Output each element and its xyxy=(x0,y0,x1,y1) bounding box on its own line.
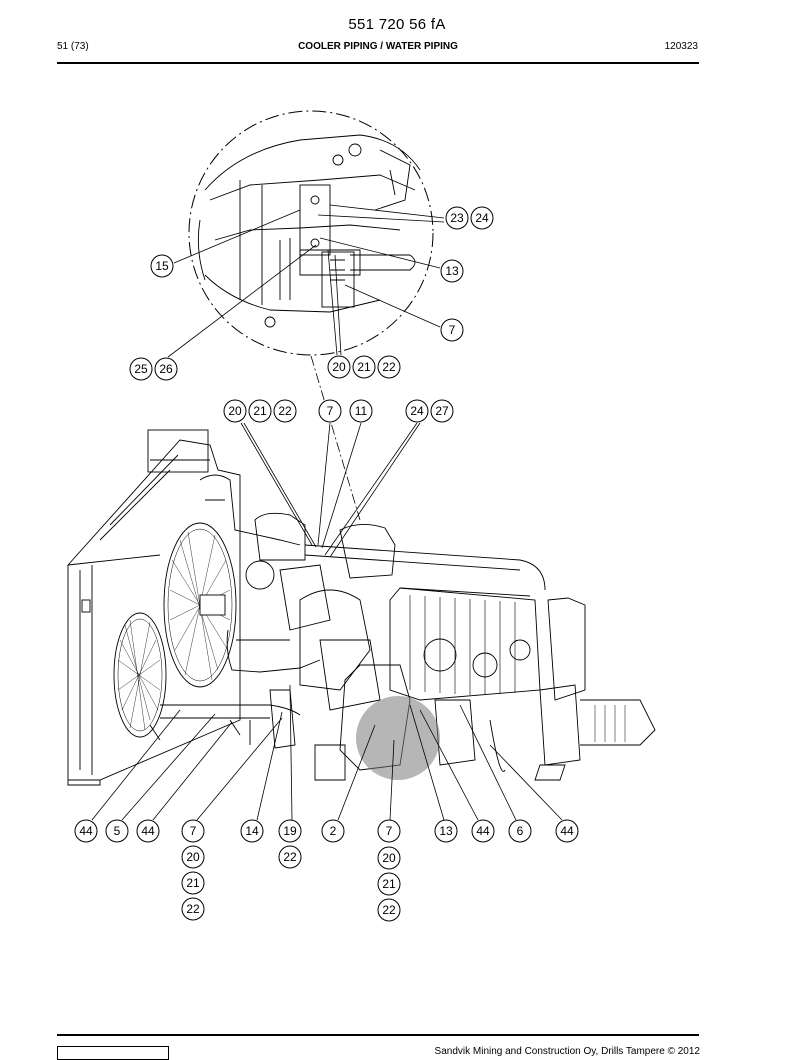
svg-text:13: 13 xyxy=(445,264,459,278)
callout-22: 22 xyxy=(278,845,302,869)
callout-22: 22 xyxy=(181,897,205,921)
svg-text:22: 22 xyxy=(283,850,297,864)
header-rule xyxy=(57,62,699,64)
callout-6: 6 xyxy=(508,819,532,843)
callout-21: 21 xyxy=(248,399,272,423)
callout-22: 22 xyxy=(273,399,297,423)
page-number: 51 (73) xyxy=(57,41,89,52)
callout-44: 44 xyxy=(555,819,579,843)
highlighted-zone xyxy=(356,696,440,780)
callout-21: 21 xyxy=(377,872,401,896)
svg-text:5: 5 xyxy=(114,824,121,838)
footer-rule xyxy=(57,1034,699,1036)
callout-21: 21 xyxy=(181,871,205,895)
callout-21: 21 xyxy=(352,355,376,379)
callout-44: 44 xyxy=(471,819,495,843)
svg-text:14: 14 xyxy=(245,824,259,838)
svg-text:20: 20 xyxy=(228,404,242,418)
callout-20: 20 xyxy=(377,846,401,870)
svg-text:7: 7 xyxy=(190,824,197,838)
svg-text:21: 21 xyxy=(357,360,371,374)
svg-text:24: 24 xyxy=(475,211,489,225)
callout-44: 44 xyxy=(136,819,160,843)
document-date: 120323 xyxy=(664,41,698,52)
svg-text:7: 7 xyxy=(386,824,393,838)
svg-text:44: 44 xyxy=(560,824,574,838)
svg-text:21: 21 xyxy=(186,876,200,890)
svg-text:7: 7 xyxy=(449,323,456,337)
callout-20: 20 xyxy=(223,399,247,423)
callout-7: 7 xyxy=(440,318,464,342)
callout-20: 20 xyxy=(327,355,351,379)
leader-lines xyxy=(91,204,563,821)
svg-text:21: 21 xyxy=(253,404,267,418)
svg-text:23: 23 xyxy=(450,211,464,225)
callout-7: 7 xyxy=(318,399,342,423)
svg-text:15: 15 xyxy=(155,259,169,273)
callout-25: 25 xyxy=(129,357,153,381)
callout-5: 5 xyxy=(105,819,129,843)
callout-19: 19 xyxy=(278,819,302,843)
callout-group: 23 24 15 13 7 25 26 20 21 22 20 21 22 7 … xyxy=(74,206,579,922)
callout-24: 24 xyxy=(470,206,494,230)
callout-22: 22 xyxy=(377,898,401,922)
svg-text:44: 44 xyxy=(141,824,155,838)
callout-7: 7 xyxy=(377,819,401,843)
svg-text:22: 22 xyxy=(186,902,200,916)
svg-text:44: 44 xyxy=(476,824,490,838)
callout-14: 14 xyxy=(240,819,264,843)
sandvik-logo xyxy=(57,1046,169,1060)
svg-text:7: 7 xyxy=(327,404,334,418)
svg-text:20: 20 xyxy=(186,850,200,864)
detail-view xyxy=(188,110,434,356)
footer-copyright: Sandvik Mining and Construction Oy, Dril… xyxy=(434,1046,700,1057)
svg-text:20: 20 xyxy=(332,360,346,374)
svg-text:13: 13 xyxy=(439,824,453,838)
callout-22: 22 xyxy=(377,355,401,379)
svg-text:22: 22 xyxy=(278,404,292,418)
callout-23: 23 xyxy=(445,206,469,230)
section-title: COOLER PIPING / WATER PIPING xyxy=(298,41,458,52)
callout-24: 24 xyxy=(405,399,429,423)
svg-text:11: 11 xyxy=(355,404,368,418)
callout-13: 13 xyxy=(434,819,458,843)
svg-text:6: 6 xyxy=(517,824,524,838)
svg-text:26: 26 xyxy=(159,362,173,376)
svg-text:20: 20 xyxy=(382,851,396,865)
callout-15: 15 xyxy=(150,254,174,278)
callout-13: 13 xyxy=(440,259,464,283)
svg-text:19: 19 xyxy=(283,824,297,838)
svg-text:22: 22 xyxy=(382,360,396,374)
svg-text:21: 21 xyxy=(382,877,396,891)
callout-7: 7 xyxy=(181,819,205,843)
callout-44: 44 xyxy=(74,819,98,843)
svg-text:27: 27 xyxy=(435,404,449,418)
callout-27: 27 xyxy=(430,399,454,423)
callout-2: 2 xyxy=(321,819,345,843)
machine-assembly xyxy=(67,429,656,786)
callout-20: 20 xyxy=(181,845,205,869)
callout-11: 11 xyxy=(349,399,373,423)
svg-text:22: 22 xyxy=(382,903,396,917)
svg-text:2: 2 xyxy=(330,824,337,838)
svg-text:24: 24 xyxy=(410,404,424,418)
svg-text:25: 25 xyxy=(134,362,148,376)
svg-text:44: 44 xyxy=(79,824,93,838)
document-number: 551 720 56 fA xyxy=(348,16,446,33)
callout-26: 26 xyxy=(154,357,178,381)
